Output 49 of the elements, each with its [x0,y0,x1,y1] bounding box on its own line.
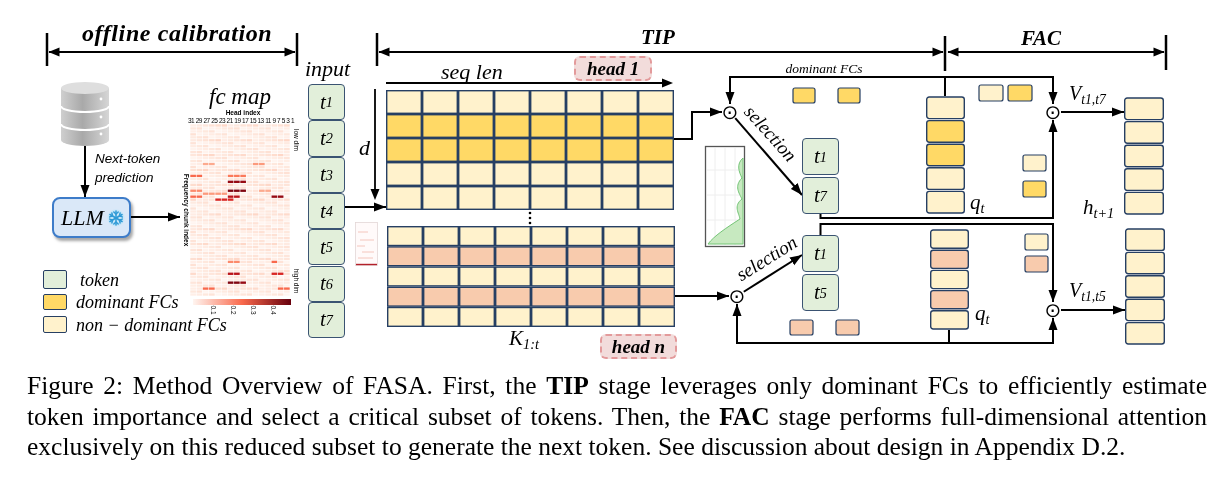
legend-label: dominant FCs [76,293,179,311]
edge-label: Next-token prediction [95,150,162,187]
arrow [742,254,803,293]
figure-caption: Figure 2: Method Overview of FASA. First, the TIP stage leverages only dominant FCs to efficiently estimate token importance and select a critical subset of tokens. Then, the FAC stage performs full-dimensional attention exclusively on this reduced subset to generate the next token. See discussion about design in Appendix D.2. [27,371,1207,464]
vector-stack [1124,97,1164,215]
legend-label: non − dominant FCs [76,315,227,334]
odot-operator: ⊙ [1044,103,1062,121]
database-cylinder [61,82,109,146]
vector-label: q$_{t}$ [970,191,985,215]
arrow [1060,305,1126,315]
arrow [1060,107,1125,117]
arrow [130,212,181,222]
section-title: offline calibration [82,20,273,47]
model-label: LLM [61,206,104,231]
vector-stack [926,96,965,214]
odot-operator: ⊙ [1044,301,1062,319]
edge-label: V$_{t1,t7}$ [1069,82,1106,104]
annotation-text: h$_{t+1}$ [1083,196,1115,220]
edge-label: V$_{t1,t5}$ [1069,279,1106,301]
arrow [734,117,803,196]
matrix-grid [386,90,674,210]
arrow [819,223,1058,303]
vector-stack [930,229,969,330]
matrix-grid [387,226,675,327]
head-tag: head 1 [574,56,652,81]
arrow [344,202,387,212]
section-title: FAC [1021,27,1062,51]
arrow [725,76,946,105]
annotation-text: input [305,57,351,82]
annotation-text: d [359,136,370,161]
vector-label: q$_{t}$ [975,302,990,326]
model-box [52,197,131,238]
arrow [674,291,730,301]
annotation-text: K$_{1:t}$ [509,327,539,351]
arrow [732,303,950,344]
arrow [948,317,1058,344]
arrow [80,145,90,198]
arrow [819,119,1058,219]
head-tag: head n [600,334,677,359]
odot-operator: ⊙ [728,287,746,305]
odot-operator: ⊙ [721,103,739,121]
vector-stack [1125,228,1165,345]
legend-label: token [80,270,119,289]
map-title: fc map [209,84,271,110]
edge-label: dominant FCs [785,61,863,77]
section-title: TIP [641,26,675,50]
annotation-text: seq len [441,60,503,85]
arrow [944,76,1058,105]
arrow [673,107,723,140]
